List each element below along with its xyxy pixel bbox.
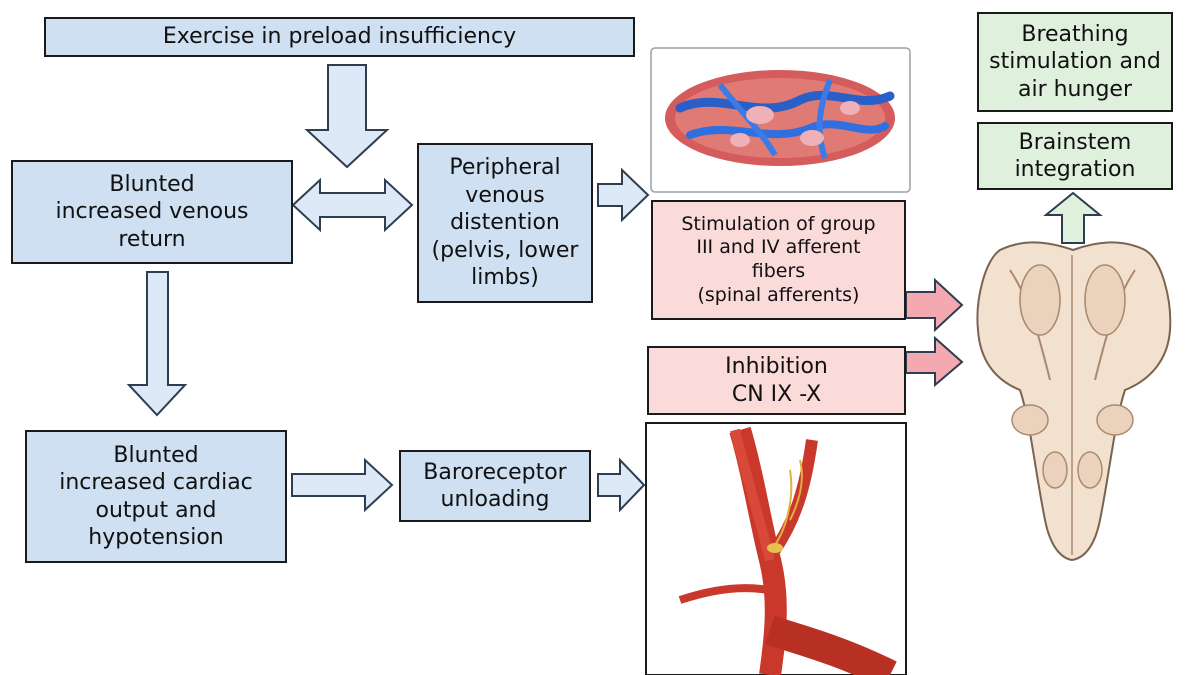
exercise-box: Exercise in preload insufficiency: [44, 17, 635, 57]
peripheral-distention-box: Peripheral venous distention (pelvis, lo…: [417, 143, 593, 303]
right-arrow-baroreceptor: [291, 457, 394, 513]
pink-arrow-inhibition: [905, 335, 964, 388]
brainstem-integration-box: Brainstem integration: [977, 122, 1173, 190]
cardiac-output-box: Blunted increased cardiac output and hyp…: [25, 430, 287, 563]
down-arrow-cardiac: [126, 271, 188, 417]
breathing-text: Breathing stimulation and air hunger: [989, 21, 1161, 102]
venous-return-text: Blunted increased venous return: [55, 171, 249, 252]
down-arrow-exercise: [304, 64, 390, 169]
breathing-box: Breathing stimulation and air hunger: [977, 12, 1173, 112]
right-arrow-carotid: [597, 457, 646, 513]
stimulation-box: Stimulation of group III and IV afferent…: [651, 200, 906, 320]
brainstem-illustration: [976, 241, 1172, 562]
baroreceptor-text: Baroreceptor unloading: [423, 459, 567, 513]
right-arrow-veins: [597, 167, 650, 223]
double-arrow-venous: [291, 177, 414, 233]
venous-return-box: Blunted increased venous return: [11, 160, 293, 264]
inhibition-box: Inhibition CN IX -X: [647, 346, 906, 415]
carotid-artery-illustration: [678, 426, 897, 675]
brainstem-integration-text: Brainstem integration: [1014, 129, 1136, 183]
inhibition-text: Inhibition CN IX -X: [725, 354, 828, 407]
up-arrow-integration: [1043, 191, 1103, 244]
stimulation-text: Stimulation of group III and IV afferent…: [681, 212, 876, 306]
exercise-text: Exercise in preload insufficiency: [162, 24, 517, 50]
veins-illustration: [665, 70, 895, 166]
cardiac-output-text: Blunted increased cardiac output and hyp…: [59, 442, 253, 551]
baroreceptor-box: Baroreceptor unloading: [399, 450, 591, 522]
pink-arrow-stimulation: [905, 277, 964, 333]
peripheral-distention-text: Peripheral venous distention (pelvis, lo…: [431, 155, 579, 291]
